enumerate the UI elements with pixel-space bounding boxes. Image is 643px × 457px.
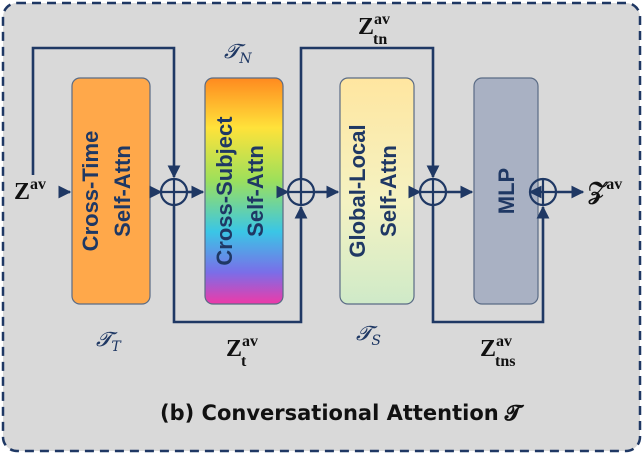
cross-time-label-2: Self-Attn xyxy=(110,145,135,237)
add-node-1 xyxy=(159,177,189,207)
add-node-3 xyxy=(418,177,448,207)
residual-path-2 xyxy=(172,205,308,324)
cross-time-label-1: Cross-Time xyxy=(78,131,103,252)
input-label: Zav xyxy=(14,176,46,205)
add-node-4 xyxy=(528,177,558,207)
residual-path-3 xyxy=(299,46,440,179)
cross-subject-label-2: Self-Attn xyxy=(243,145,268,237)
cross-subject-label-1: Cross-Subject xyxy=(212,116,237,266)
global-local-label-2: Self-Attn xyxy=(376,145,401,237)
residual-path-1 xyxy=(31,46,181,179)
global-local-label-1: Global-Local xyxy=(345,124,370,257)
add-node-2 xyxy=(286,177,316,207)
residual-path-4 xyxy=(431,205,550,324)
output-label: 𝒵av xyxy=(588,176,622,205)
mlp-label: MLP xyxy=(494,168,519,214)
